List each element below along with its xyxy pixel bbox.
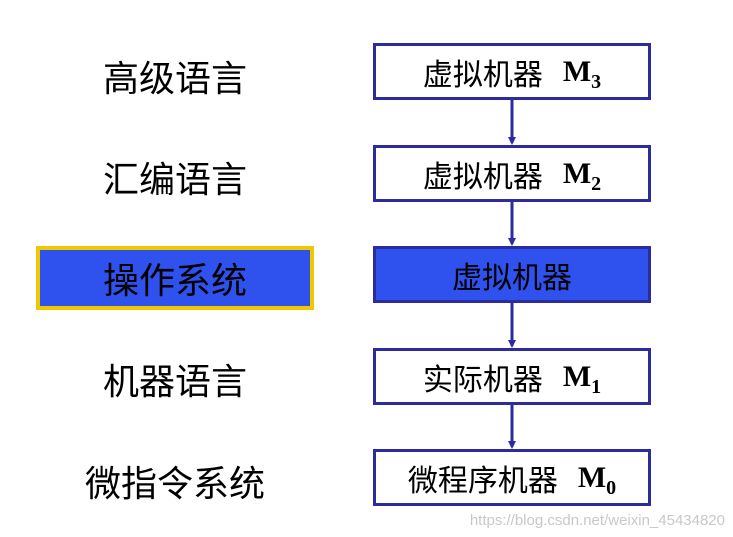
level-label-machine-language: 机器语言 bbox=[102, 362, 247, 403]
machine-box-m1: 实际机器 M1 bbox=[373, 348, 651, 405]
machine-name: 虚拟机器 bbox=[422, 57, 543, 93]
machine-symbol-letter: M bbox=[562, 54, 592, 88]
machine-symbol-subscript: 2 bbox=[591, 172, 602, 195]
level-label-microinstruction-system: 微指令系统 bbox=[84, 464, 265, 505]
machine-symbol-letter: M bbox=[562, 156, 592, 190]
level-label-operating-system: 操作系统 bbox=[36, 246, 314, 310]
machine-symbol: M1 bbox=[562, 359, 601, 398]
machine-name: 微程序机器 bbox=[407, 463, 558, 499]
machine-symbol: M3 bbox=[562, 54, 601, 93]
level-label-high-level-language: 高级语言 bbox=[102, 59, 247, 100]
watermark: https://blog.csdn.net/weixin_45434820 bbox=[469, 512, 725, 529]
machine-name: 实际机器 bbox=[422, 362, 543, 398]
machine-symbol-subscript: 0 bbox=[606, 476, 617, 499]
machine-box-os-virtual: 虚拟机器 bbox=[373, 246, 651, 303]
machine-symbol: M2 bbox=[562, 156, 601, 195]
machine-box-m2: 虚拟机器 M2 bbox=[373, 145, 651, 202]
machine-symbol-letter: M bbox=[562, 359, 592, 393]
level-label-assembly-language: 汇编语言 bbox=[102, 160, 247, 201]
machine-symbol-subscript: 1 bbox=[591, 375, 602, 398]
machine-box-m3: 虚拟机器 M3 bbox=[373, 43, 651, 100]
machine-box-m0: 微程序机器 M0 bbox=[373, 449, 651, 506]
machine-name: 虚拟机器 bbox=[422, 159, 543, 195]
machine-symbol-letter: M bbox=[577, 460, 607, 494]
machine-symbol-subscript: 3 bbox=[591, 70, 602, 93]
machine-name: 虚拟机器 bbox=[452, 260, 572, 296]
machine-symbol: M0 bbox=[577, 460, 616, 499]
